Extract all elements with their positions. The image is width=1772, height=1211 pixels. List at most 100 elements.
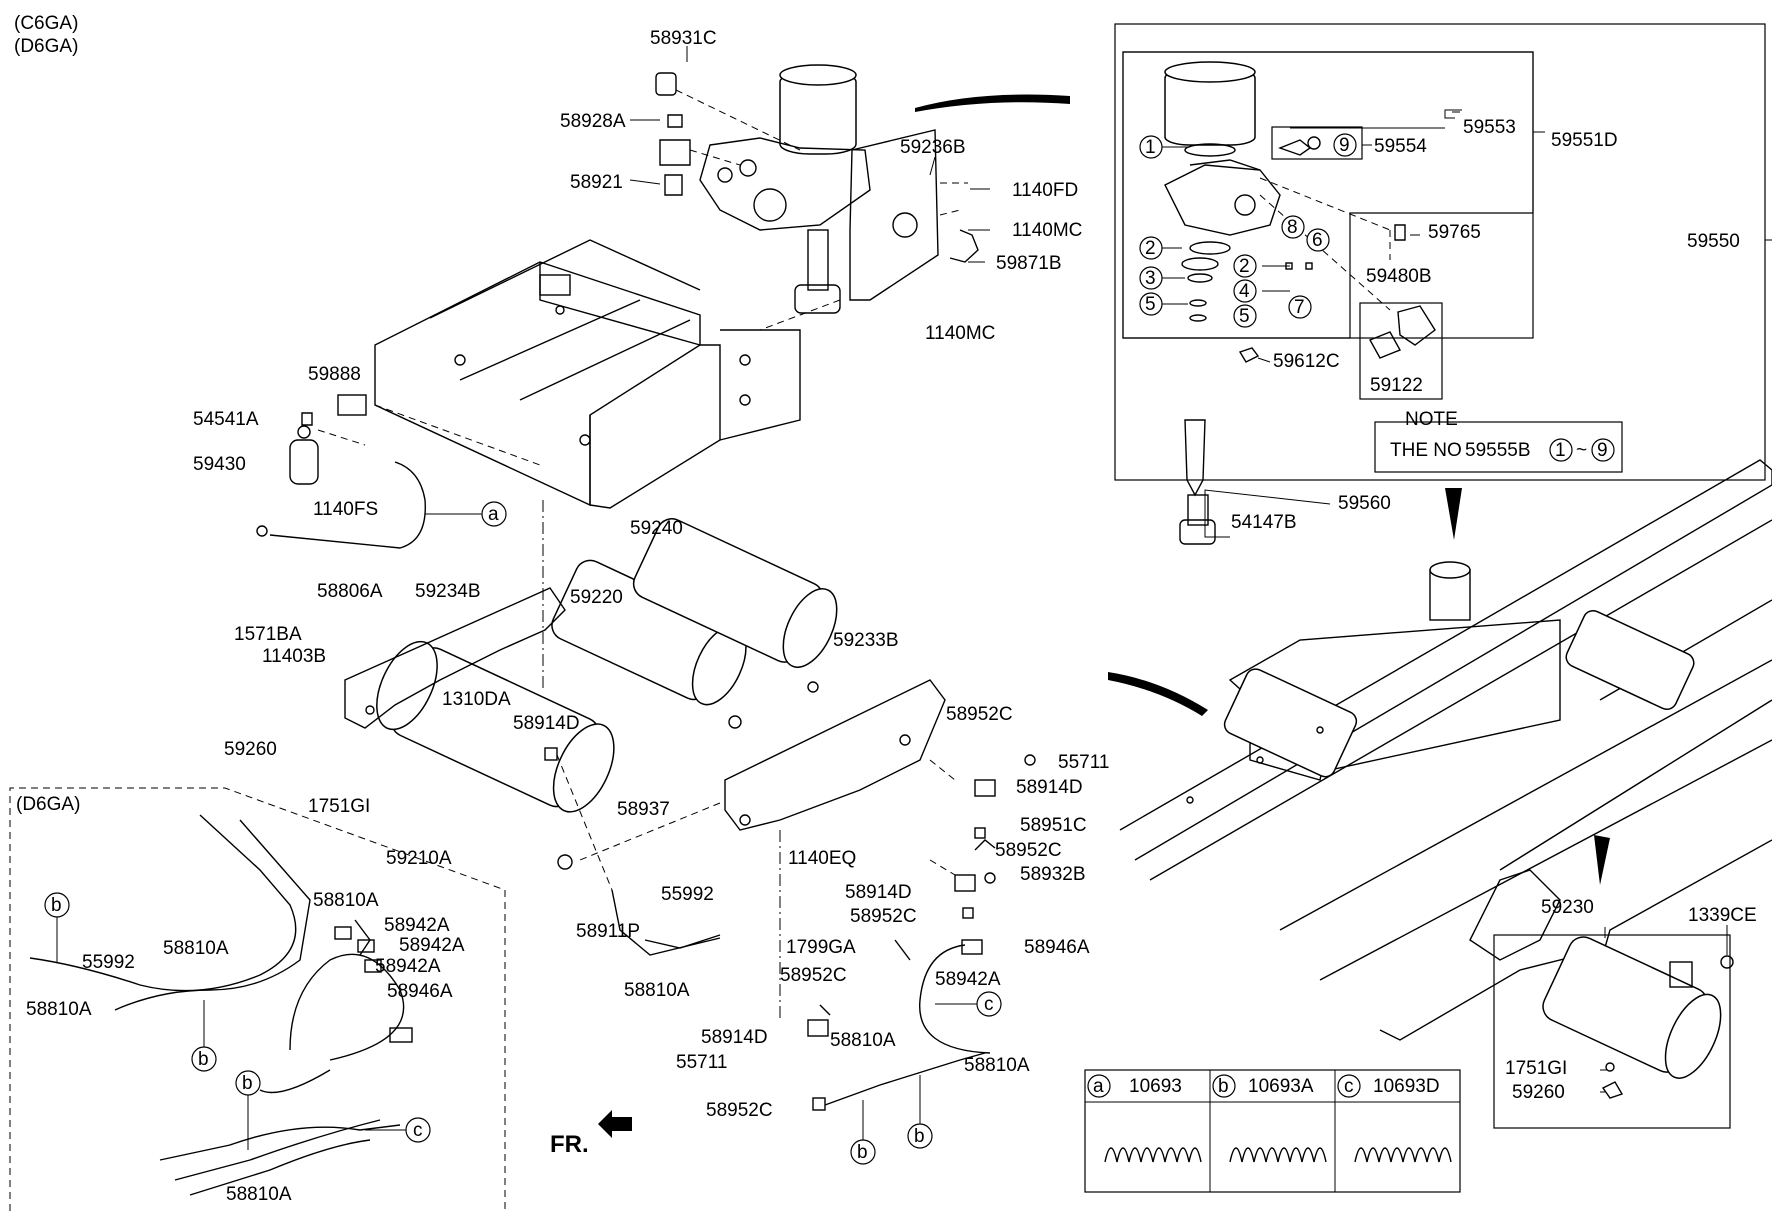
ring-4: 4 <box>1239 281 1250 302</box>
part-label: 59234B <box>415 581 481 602</box>
part-label: 1140FD <box>1012 180 1078 201</box>
model-code-c6ga: (C6GA) <box>14 13 78 34</box>
part-label: 1571BA <box>234 624 302 645</box>
part-label: 58942A <box>384 915 450 936</box>
part-label: 58914D <box>845 882 912 903</box>
part-label: 58952C <box>780 965 847 986</box>
front-label: FR. <box>550 1131 589 1158</box>
part-label: 55992 <box>82 952 135 973</box>
part-label: 58928A <box>560 111 626 132</box>
part-label: 59260 <box>224 739 277 760</box>
part-label: 1751GI <box>308 796 370 817</box>
part-label: 58946A <box>387 981 453 1002</box>
part-label: 59551D <box>1551 130 1618 151</box>
part-label: 58952C <box>706 1100 773 1121</box>
pointer-arrow <box>1445 488 1462 540</box>
legend-code-c: 10693D <box>1373 1076 1440 1097</box>
callout-b1: b <box>51 895 62 916</box>
part-label: 59220 <box>570 587 623 608</box>
ring-9: 9 <box>1339 135 1350 156</box>
part-label: 1140MC <box>925 323 995 344</box>
part-label: 58932B <box>1020 864 1086 885</box>
tank-brackets <box>344 500 946 1020</box>
part-label: 59554 <box>1374 136 1427 157</box>
part-label: 58806A <box>317 581 383 602</box>
legend-letter-b: b <box>1218 1076 1229 1097</box>
part-label: 59430 <box>193 454 246 475</box>
part-label: 1799GA <box>786 937 856 958</box>
legend-letter-c: c <box>1344 1076 1354 1097</box>
air-tanks <box>376 518 838 870</box>
ring-6: 6 <box>1312 230 1323 251</box>
callout-c2: c <box>413 1120 423 1141</box>
part-label: 58952C <box>946 704 1013 725</box>
callout-b2: b <box>198 1049 209 1070</box>
inset-title: (D6GA) <box>16 794 80 815</box>
part-label: 58810A <box>226 1184 292 1205</box>
part-label: 58914D <box>701 1027 768 1048</box>
note-title: NOTE <box>1405 409 1458 430</box>
part-label: 58942A <box>935 969 1001 990</box>
ring-8: 8 <box>1287 217 1298 238</box>
tank-59230-box <box>1493 930 1734 1129</box>
note-range-from: 1 <box>1555 440 1566 461</box>
note-range-sep: ~ <box>1576 440 1587 461</box>
part-label: 58914D <box>1016 777 1083 798</box>
part-label: 59230 <box>1541 897 1594 918</box>
ring-2a: 2 <box>1145 238 1156 259</box>
note-text: THE NO <box>1390 440 1462 461</box>
part-label: 59236B <box>900 137 966 158</box>
mounting-bracket-frame <box>374 239 801 509</box>
clip-legend: a 10693 b 10693A c 10693D <box>1084 1069 1461 1193</box>
part-label: 59888 <box>308 364 361 385</box>
part-label: 59240 <box>630 518 683 539</box>
part-label: 54147B <box>1231 512 1297 533</box>
air-lines-center <box>544 747 1036 1111</box>
model-code-d6ga: (D6GA) <box>14 36 78 57</box>
part-label: 1310DA <box>442 689 511 710</box>
part-labels: 58931C 58928A 5 8 9 2 1 59236B 1140FD 1140MC… <box>26 28 1757 1205</box>
part-label: 58810A <box>964 1055 1030 1076</box>
letter-callouts: a b b b b b c c <box>44 501 1002 1165</box>
part-label: 58810A <box>313 890 379 911</box>
part-label: 58810A <box>26 999 92 1020</box>
legend-code-a: 10693 <box>1129 1076 1182 1097</box>
note-part: 59555B <box>1465 440 1531 461</box>
part-label: 55992 <box>661 884 714 905</box>
part-label: 54541A <box>193 409 259 430</box>
part-label: 59553 <box>1463 117 1516 138</box>
callout-a: a <box>488 504 499 525</box>
ring-5a: 5 <box>1145 294 1156 315</box>
callout-b5: b <box>914 1126 925 1147</box>
part-label: 58942A <box>399 935 465 956</box>
pointer-arrow <box>915 94 1070 112</box>
part-label: 55711 <box>676 1052 727 1073</box>
front-arrow-icon <box>598 1110 632 1138</box>
air-dryer-assembly <box>655 64 979 331</box>
pointer-arrow <box>1108 672 1208 716</box>
air-dryer-detail-box <box>1114 23 1772 545</box>
part-label: 58810A <box>830 1030 896 1051</box>
part-label: 58911P <box>576 921 640 942</box>
part-label: 58952C <box>850 906 917 927</box>
d6ga-inset: (D6GA) <box>9 787 506 1211</box>
leader-lines <box>629 46 1728 1093</box>
part-label: 58914D <box>513 713 580 734</box>
part-label: 58937 <box>617 799 670 820</box>
ring-5b: 5 <box>1239 306 1250 327</box>
ring-1: 1 <box>1145 137 1156 158</box>
ring-7: 7 <box>1294 297 1305 318</box>
part-label: 58946A <box>1024 937 1090 958</box>
part-label: 58931C <box>650 28 717 49</box>
part-label: 59210A <box>386 848 452 869</box>
part-label: 58942A <box>375 956 441 977</box>
part-label: 58951C <box>1020 815 1087 836</box>
pointer-arrow <box>1594 835 1610 885</box>
ring-3: 3 <box>1145 268 1156 289</box>
callout-c1: c <box>984 994 994 1015</box>
part-label: 59550 <box>1687 231 1740 252</box>
part-label: 1140EQ <box>788 848 856 869</box>
part-label: 58952C <box>995 840 1062 861</box>
part-label: 59612C <box>1273 351 1340 372</box>
